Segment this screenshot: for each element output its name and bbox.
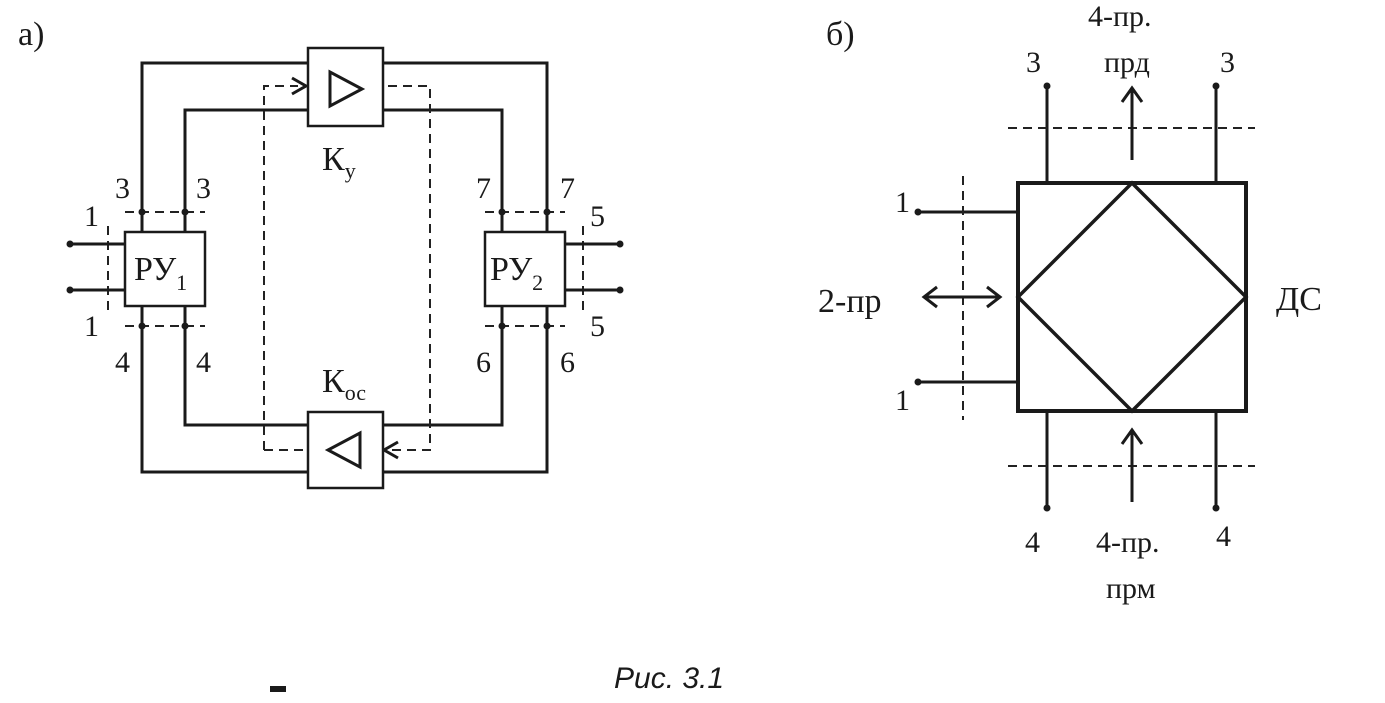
terminal-label: 4 <box>196 346 211 379</box>
diagram-a: а) <box>18 16 624 490</box>
terminal-1-wires <box>918 210 1018 384</box>
ru1-label: РУ1 <box>134 251 187 295</box>
ru2-label: РУ2 <box>490 251 543 295</box>
terminal-label: 3 <box>115 172 130 205</box>
terminal-dot <box>1212 82 1220 90</box>
terminal-label: 5 <box>590 200 605 233</box>
terminal-label: 6 <box>476 346 491 379</box>
terminal-dot <box>543 322 551 330</box>
ru2-box <box>483 230 567 308</box>
terminal-label: 6 <box>560 346 575 379</box>
ds-box <box>1016 181 1248 413</box>
feedback-amplifier-box <box>306 410 385 490</box>
amplifier-right-triangle-icon <box>328 69 366 109</box>
forward-amplifier-box <box>306 46 385 128</box>
terminal-dot <box>498 322 506 330</box>
ds-bridge-diamond <box>1015 180 1249 414</box>
terminal-dot <box>181 322 189 330</box>
two-wire-label: 2-пр <box>818 283 882 320</box>
terminal-dot <box>498 208 506 216</box>
terminal-dot <box>616 240 624 248</box>
terminal-label: 7 <box>476 172 491 205</box>
ru1-terminal-dashes <box>125 211 205 327</box>
tx-label-line2: прд <box>1104 46 1150 79</box>
terminal-dot <box>66 240 74 248</box>
forward-amp-label: Ку <box>322 141 356 183</box>
terminal-label: 7 <box>560 172 575 205</box>
terminal-dot <box>616 286 624 294</box>
terminal-dot <box>138 322 146 330</box>
wire-inner-top-left <box>183 108 308 212</box>
terminal-label: 4 <box>115 346 130 379</box>
arrow-into-forward-amp <box>291 76 310 96</box>
terminal-4-wires <box>1045 411 1218 508</box>
figure-caption: Рис. 3.1 <box>614 662 724 695</box>
arrow-left-icon <box>921 285 938 309</box>
wire-outer-bottom-right <box>383 326 549 474</box>
ru2-stubs <box>500 212 549 326</box>
terminal-label: 4 <box>1025 526 1040 559</box>
terminal-label: 3 <box>1026 46 1041 79</box>
arrow-up-icon <box>1120 85 1144 103</box>
wire-outer-bottom-left <box>140 326 308 474</box>
terminal-dot <box>1043 504 1051 512</box>
terminal-dot <box>543 208 551 216</box>
terminal-label: 5 <box>590 310 605 343</box>
panel-label-b: б) <box>826 16 855 53</box>
terminal-label: 1 <box>895 186 910 219</box>
print-smudge <box>270 686 286 692</box>
panel-label-a: а) <box>18 16 44 53</box>
terminal-dot <box>66 286 74 294</box>
rx-label-line1: 4-пр. <box>1096 526 1160 559</box>
feedback-amp-label: Кос <box>322 363 366 405</box>
ru1-terminal-1-wires <box>70 242 125 292</box>
terminal-dot <box>138 208 146 216</box>
diagram-b: б) ДС 3 3 4 4 1 1 4-пр. прд <box>818 0 1322 605</box>
wire-outer-top-left <box>140 61 308 212</box>
amplifier-left-triangle-icon <box>324 430 362 470</box>
ru2-terminal-5-wires <box>565 242 620 292</box>
wire-inner-bottom-left <box>183 326 308 427</box>
wire-outer-top-right <box>383 61 549 212</box>
terminal-dot <box>181 208 189 216</box>
rx-label-line2: прм <box>1106 572 1156 605</box>
ru2-terminal-dashes <box>485 211 565 327</box>
tx-label-line1: 4-пр. <box>1088 0 1152 33</box>
ru1-stubs <box>140 212 187 326</box>
ru1-box <box>123 230 207 308</box>
dashed-path-right <box>388 85 431 451</box>
terminal-label: 1 <box>84 310 99 343</box>
terminal-label: 3 <box>1220 46 1235 79</box>
arrow-right-icon <box>986 285 1003 309</box>
terminal-label: 1 <box>84 200 99 233</box>
wire-inner-bottom-right <box>383 326 504 427</box>
terminal-label: 3 <box>196 172 211 205</box>
terminal-dot <box>1043 82 1051 90</box>
wire-inner-top-right <box>383 108 504 212</box>
arrow-up-icon <box>1120 427 1144 445</box>
dashed-path-left <box>263 85 298 450</box>
terminal-dot <box>914 378 922 386</box>
terminal-label: 4 <box>1216 520 1231 553</box>
ds-label: ДС <box>1276 281 1322 318</box>
terminal-label: 1 <box>895 384 910 417</box>
terminal-dot <box>1212 504 1220 512</box>
terminal-3-wires <box>1045 86 1218 183</box>
terminal-dot <box>914 208 922 216</box>
